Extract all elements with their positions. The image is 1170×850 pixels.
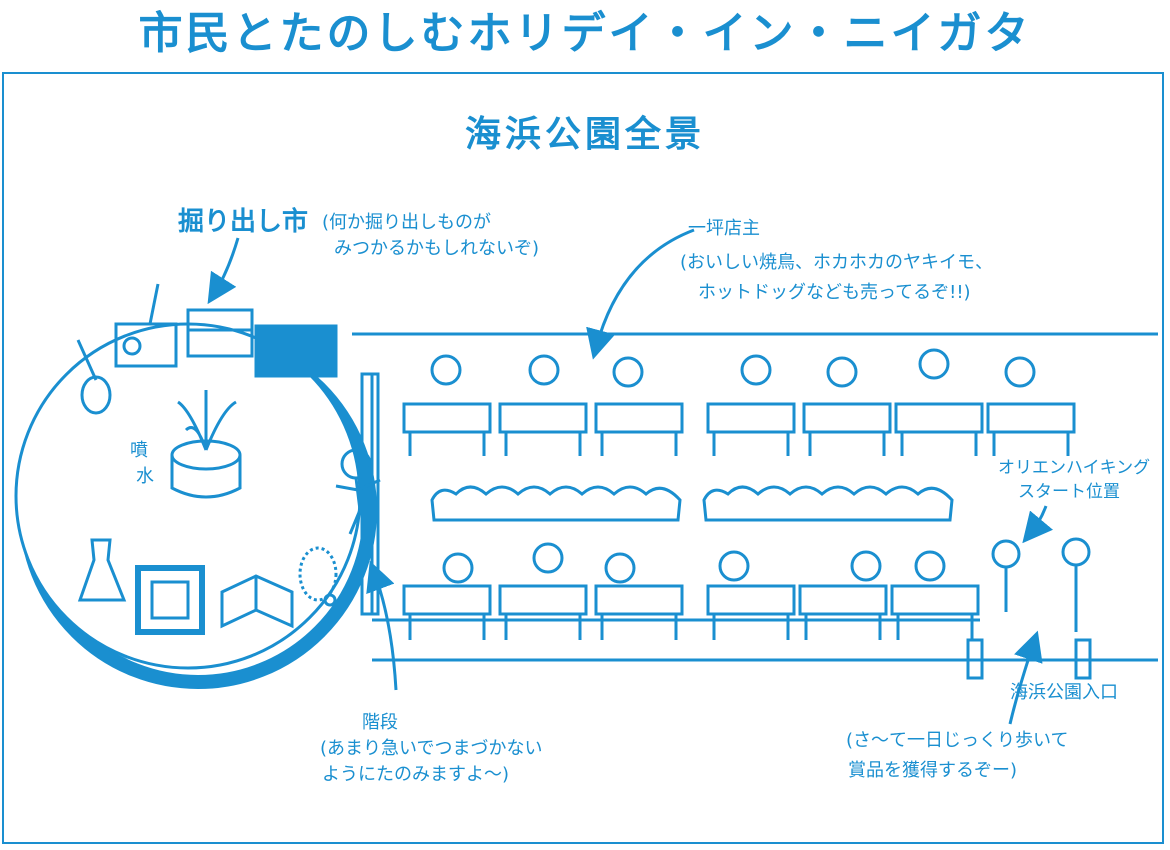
stall-owner-label: 一坪店主 xyxy=(688,218,760,239)
start-point-label-line-1: オリエンハイキング xyxy=(998,458,1151,478)
arrow-flea-market xyxy=(207,237,240,305)
stall-owner-note-line-2: ホットドッグなども売ってるぞ!!) xyxy=(698,282,971,303)
arrow-stall-owner xyxy=(586,228,695,360)
arrow-stairs xyxy=(366,560,398,691)
flea-market-note-line-2: みつかるかもしれないぞ) xyxy=(334,238,540,259)
entrance-gate-posts xyxy=(966,638,1092,680)
arrow-start-point xyxy=(1022,505,1054,544)
dress-icon xyxy=(77,538,127,602)
bottom-stalls xyxy=(402,542,980,640)
climbing-child-icon xyxy=(335,448,381,535)
diagram-title: 海浜公園全景 xyxy=(464,114,705,155)
fountain-icon xyxy=(170,390,242,499)
necklace-icon xyxy=(298,546,338,607)
hikers-icon xyxy=(991,537,1091,632)
planters xyxy=(430,485,954,522)
fountain-label-2: 水 xyxy=(136,466,154,487)
books-icon xyxy=(254,324,338,378)
entrance-note-line-2: 賞品を獲得するぞー) xyxy=(848,760,1018,781)
arrow-entrance xyxy=(1008,630,1043,725)
entrance-note-line-1: (さ〜て一日じっくり歩いて xyxy=(846,730,1069,751)
stairs-note-line-1: (あまり急いでつまづかない xyxy=(320,738,543,759)
top-stalls xyxy=(402,348,1076,456)
picture-frame-icon xyxy=(135,565,205,635)
stall-owner-note-line-1: (おいしい焼鳥、ホカホカのヤキイモ、 xyxy=(680,252,994,273)
record-player-icon xyxy=(186,308,254,358)
fountain-label-1: 噴 xyxy=(130,440,148,461)
header-title: 市民とたのしむホリデイ・イン・ニイガタ xyxy=(138,8,1032,59)
stairs-label: 階段 xyxy=(362,712,398,733)
flea-market-note-line-1: (何か掘り出しものが xyxy=(322,212,492,233)
open-book-icon xyxy=(220,574,294,629)
flea-market-label: 掘り出し市 xyxy=(178,207,309,237)
diagram-frame xyxy=(2,72,1164,844)
stairs-note-line-2: ようにたのみますよ〜) xyxy=(322,764,510,785)
radio-icon xyxy=(114,283,178,368)
entrance-label: 海浜公園入口 xyxy=(1010,682,1118,703)
guitar-icon xyxy=(76,339,112,415)
start-point-label-line-2: スタート位置 xyxy=(1018,482,1120,502)
